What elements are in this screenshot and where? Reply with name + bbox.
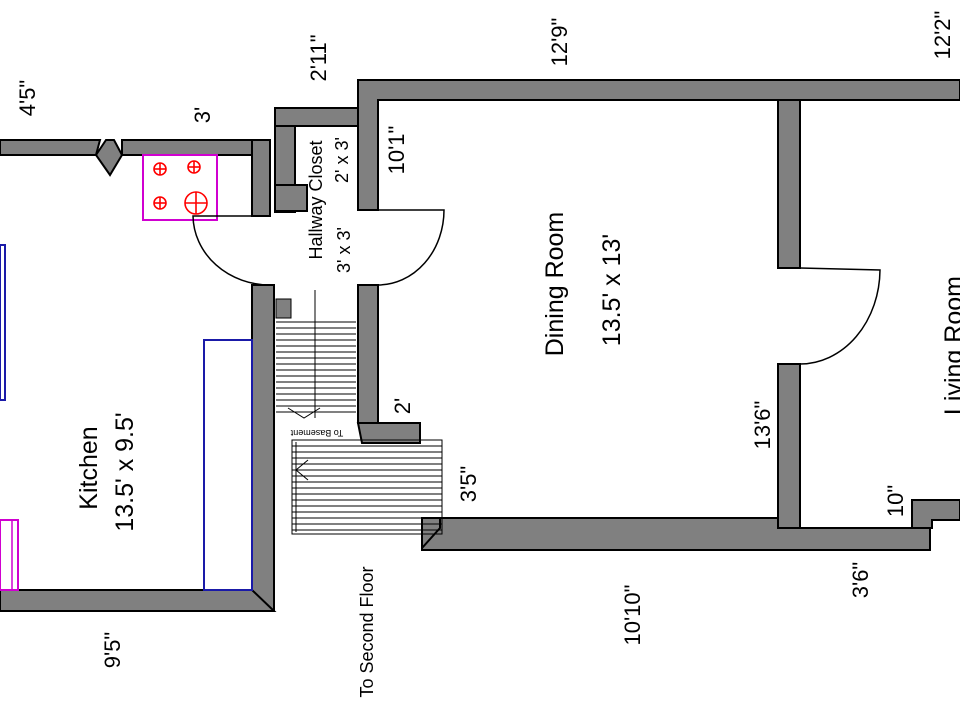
counter-left xyxy=(0,244,6,401)
dining-top-wall xyxy=(357,79,960,211)
stove xyxy=(142,154,218,221)
kitchen-door-swing xyxy=(192,215,271,286)
counter-right xyxy=(203,339,253,591)
walls xyxy=(0,79,960,612)
closet-name: Hallway Closet xyxy=(306,140,326,259)
kitchen-top-wall-right xyxy=(121,139,271,156)
dining-living-divider-upper xyxy=(777,99,801,269)
stair-divider-wall xyxy=(357,284,379,424)
burner-icon xyxy=(153,160,208,215)
dining-room-size: 13.5' x 13' xyxy=(598,234,626,346)
kitchen-size: 13.5' x 9.5' xyxy=(111,412,139,531)
dining-door-swing xyxy=(799,267,881,365)
closet-inner-size: 2' x 3' xyxy=(332,137,352,183)
to-second-floor-label: To Second Floor xyxy=(357,566,377,697)
dimension-12-2: 12'2" xyxy=(930,11,955,60)
doors xyxy=(192,209,881,365)
closet-door-swing xyxy=(377,209,445,286)
kitchen-bottom-wall xyxy=(0,589,277,612)
dimension-10: 10" xyxy=(883,485,908,517)
dimension-10-10: 10'10" xyxy=(620,585,645,646)
fridge xyxy=(0,519,19,591)
dimension-2: 2' xyxy=(390,398,415,414)
kitchen-right-wall-upper xyxy=(251,139,271,217)
dining-living-divider-lower xyxy=(777,363,801,529)
kitchen-right-wall-lower xyxy=(251,284,275,612)
dining-bottom-wall xyxy=(421,517,931,551)
dimension-12-9: 12'9" xyxy=(547,18,572,67)
kitchen-fixtures xyxy=(0,154,253,591)
stair-newel xyxy=(275,298,292,319)
dining-room-name: Dining Room xyxy=(541,212,569,357)
dimension-4-5: 4'5" xyxy=(15,80,40,116)
dimension-3-6: 3'6" xyxy=(848,562,873,598)
closet-shelf xyxy=(274,184,308,212)
dimension-3-5: 3'5" xyxy=(456,466,481,502)
kitchen-top-notch-left xyxy=(94,139,124,177)
kitchen-name: Kitchen xyxy=(75,426,103,509)
dimension-9-5: 9'5" xyxy=(100,632,125,668)
dimension-10-1: 10'1" xyxy=(384,126,409,175)
to-basement-label: To Basement xyxy=(290,428,343,438)
dimension-3: 3' xyxy=(190,107,215,123)
living-room-name: Living Room xyxy=(940,276,960,415)
living-bottom-wall xyxy=(911,499,960,529)
stairs-to-second-floor xyxy=(291,439,443,535)
closet-top-wall xyxy=(274,107,361,127)
stairs-to-basement xyxy=(275,290,356,419)
dimension-2-11: 2'11" xyxy=(306,34,331,81)
dimension-13-6: 13'6" xyxy=(750,401,775,450)
closet-size: 3' x 3' xyxy=(334,227,354,273)
kitchen-top-wall-left xyxy=(0,139,102,156)
